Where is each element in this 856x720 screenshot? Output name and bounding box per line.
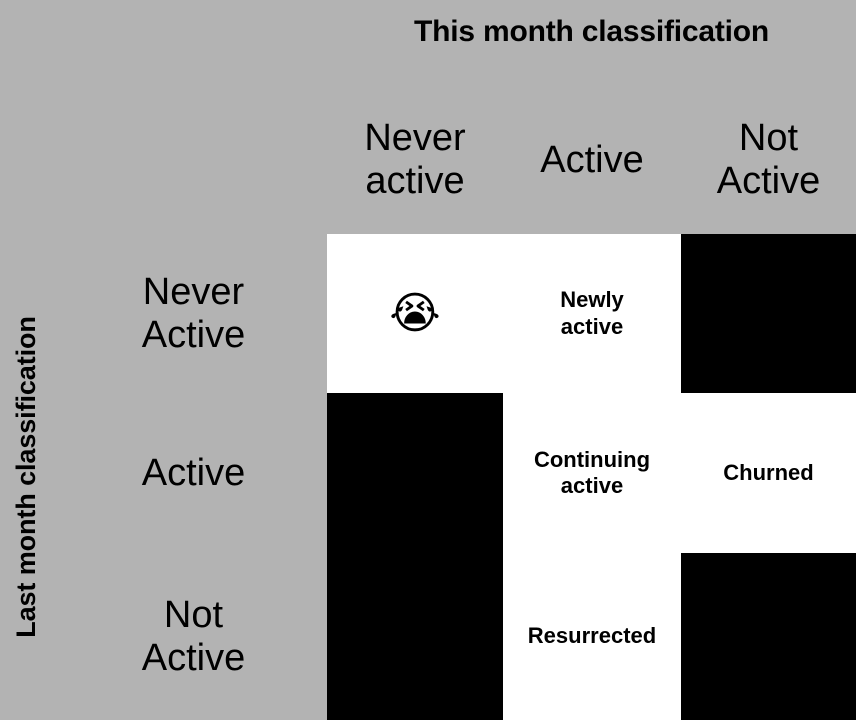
cell-label-line1: Newly [560,287,624,313]
row-header-line1: Not [163,593,224,636]
column-header-line1: Active [540,138,644,181]
row-header-not-active: Not Active [60,553,327,720]
row-axis-title: Last month classification [10,316,41,638]
column-axis-title: This month classification [413,15,770,48]
cell-never-active-not-active-blank [681,234,856,393]
row-header-never-active: Never Active [60,234,327,393]
column-header-line2: active [365,160,465,202]
cell-label-line1: Continuing [533,446,651,472]
row-header-line1: Active [141,451,246,494]
cell-label-line2: active [560,313,624,339]
column-header-never-active: Never active [327,86,503,234]
column-header-active: Active [503,86,681,234]
column-header-line1: Not [738,117,799,160]
cell-active-active: Continuing active [503,393,681,553]
row-header-line2: Active [141,313,246,356]
column-header-not-active: Not Active [681,86,856,234]
row-header-column: Never Active Active Not Active [60,234,327,720]
cell-not-active-not-active-blank [681,553,856,720]
row-header-line1: Never [142,270,245,313]
cell-never-active-active: Newly active [503,234,681,393]
loudly-crying-face-emoji: 😭 [389,287,441,339]
cell-label-line2: active [560,473,624,498]
cell-not-active-never-active-blank [327,553,503,720]
column-header-line2: Active [716,160,821,202]
column-header-row: Never active Active Not Active [327,86,856,234]
cell-not-active-active: Resurrected [503,553,681,720]
cell-active-never-active-blank [327,393,503,553]
row-header-line2: Active [141,636,246,679]
row-header-active: Active [60,393,327,553]
cell-label-line1: Churned [723,459,814,485]
cell-active-not-active: Churned [681,393,856,553]
column-header-line1: Never [364,117,466,160]
cell-never-active-never-active: 😭 [327,234,503,393]
cell-label-line1: Resurrected [527,623,657,649]
matrix-grid: 😭 Newly active Continuing active Churned [327,234,856,720]
